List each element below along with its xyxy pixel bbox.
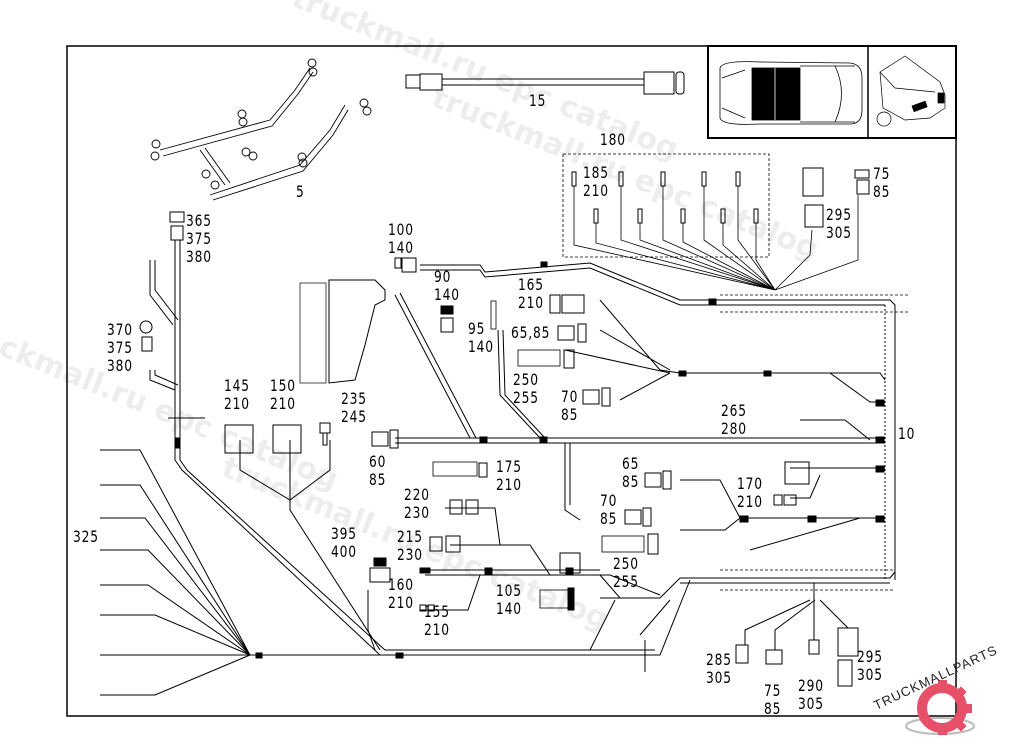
mid-harness	[394, 292, 896, 672]
cable-part-15	[405, 71, 685, 95]
left-harness	[100, 240, 691, 696]
callout-265-280: 265 280	[721, 401, 747, 438]
callout-215-230: 215 230	[397, 527, 423, 564]
callout-220-230: 220 230	[404, 485, 430, 522]
callout-60-85: 60 85	[369, 452, 387, 489]
callout-250-255-top: 250 255	[513, 370, 539, 407]
callout-295-305: 295 305	[857, 647, 883, 684]
callout-180: 180	[600, 130, 626, 149]
components	[139, 167, 870, 687]
callout-235-245: 235 245	[341, 389, 367, 426]
callout-95-140: 95 140	[468, 319, 494, 356]
harness-part-5	[150, 58, 372, 201]
callout-370-375-380: 370 375 380	[107, 320, 133, 375]
car-top-view	[719, 61, 863, 125]
callout-90-140: 90 140	[434, 267, 460, 304]
truckmallparts-logo: TRUCKMALLPARTS	[860, 642, 1020, 750]
connector-group-180	[562, 153, 859, 291]
callout-160-210: 160 210	[388, 575, 414, 612]
callout-165-210: 165 210	[518, 275, 544, 312]
callout-70-85-top: 70 85	[561, 387, 579, 424]
callout-150-210: 150 210	[270, 376, 296, 413]
callout-285-305: 285 305	[706, 650, 732, 687]
callout-75-85-top: 75 85	[873, 164, 891, 201]
car-front-view	[876, 55, 946, 127]
gear-logo-icon	[905, 680, 975, 735]
callout-185-210: 185 210	[583, 163, 609, 200]
callout-70-85: 70 85	[600, 491, 618, 528]
callout-100-140: 100 140	[388, 220, 414, 257]
callout-65-85: 65 85	[622, 454, 640, 491]
callout-170-210: 170 210	[737, 474, 763, 511]
callout-155-210: 155 210	[424, 602, 450, 639]
callout-175-210: 175 210	[496, 457, 522, 494]
callout-75-85: 75 85	[764, 681, 782, 718]
callout-395-400: 395 400	[331, 524, 357, 561]
callout-250-255: 250 255	[613, 554, 639, 591]
callout-65-85-top: 65,85	[511, 323, 551, 342]
callout-145-210: 145 210	[224, 376, 250, 413]
main-harness	[420, 261, 910, 580]
diagram-frame	[66, 45, 957, 717]
callout-325: 325	[73, 527, 99, 546]
callout-5: 5	[296, 182, 305, 201]
callout-365-375-380: 365 375 380	[186, 211, 212, 266]
callout-105-140: 105 140	[496, 581, 522, 618]
callout-10: 10	[898, 424, 916, 443]
callout-290-305: 290 305	[798, 676, 824, 713]
callout-295-305-top: 295 305	[826, 205, 852, 242]
callout-15: 15	[529, 91, 547, 110]
